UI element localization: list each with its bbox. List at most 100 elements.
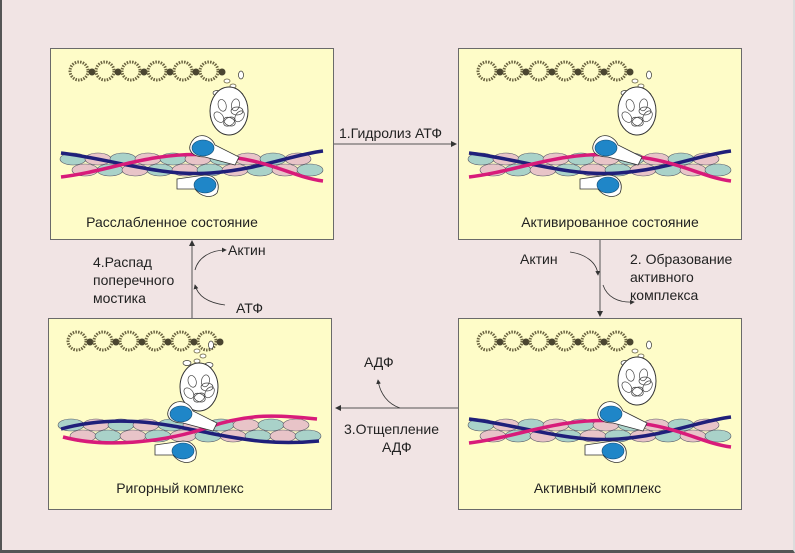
head-loop bbox=[642, 110, 653, 123]
neck-bead bbox=[199, 353, 207, 359]
tail-coil bbox=[144, 330, 166, 352]
head-loop bbox=[193, 392, 206, 403]
light-chain bbox=[646, 70, 652, 80]
step4-line2: поперечного bbox=[93, 272, 175, 288]
myosin-head-bottom bbox=[193, 176, 217, 194]
cross-bridge bbox=[154, 401, 218, 463]
light-chain bbox=[238, 70, 244, 80]
tail-coil bbox=[554, 330, 576, 352]
tail-coil bbox=[554, 60, 576, 82]
arrow-atp-in bbox=[193, 284, 226, 306]
light-chain bbox=[182, 360, 192, 366]
tail-knot bbox=[626, 68, 634, 76]
tail-knot bbox=[218, 68, 226, 76]
head-loop bbox=[642, 380, 653, 393]
step3-line2: АДФ bbox=[382, 439, 412, 455]
tropomyosin-strand-navy bbox=[468, 149, 732, 176]
neck-bead bbox=[193, 358, 201, 364]
step2-line1: 2. Образование bbox=[630, 251, 733, 267]
head-loop bbox=[201, 374, 210, 388]
head-loop bbox=[639, 368, 648, 382]
cross-bridge bbox=[584, 401, 648, 463]
head-loop bbox=[638, 106, 652, 116]
step3-line1: 3.Отщепление bbox=[344, 421, 439, 437]
myosin-head-top bbox=[594, 139, 618, 157]
tail-coil bbox=[66, 330, 88, 352]
head-loop bbox=[200, 382, 214, 392]
step2-line3: комплекса bbox=[630, 287, 699, 303]
tail-coil bbox=[118, 330, 140, 352]
tail-knot bbox=[112, 338, 120, 346]
rigor-illustration bbox=[57, 330, 322, 463]
tail-coil bbox=[502, 60, 524, 82]
cross-bridge bbox=[176, 135, 240, 197]
tail-knot bbox=[496, 68, 504, 76]
neck-bead bbox=[223, 78, 231, 84]
panel-activated: Активированное состояние bbox=[458, 48, 742, 240]
tail-coil bbox=[502, 330, 524, 352]
step4-atp-in: АТФ bbox=[236, 300, 263, 316]
tail-coil bbox=[120, 60, 142, 82]
head-loop bbox=[187, 375, 197, 388]
tail-knot bbox=[626, 338, 634, 346]
tail-coil bbox=[94, 60, 116, 82]
actin-monomer bbox=[257, 418, 285, 432]
tail-coil bbox=[68, 60, 90, 82]
tail-knot bbox=[522, 338, 530, 346]
neck-bead bbox=[631, 78, 639, 84]
head-loop bbox=[631, 386, 644, 397]
tail-knot bbox=[164, 338, 172, 346]
head-loop bbox=[621, 111, 633, 123]
tail-coil bbox=[528, 60, 550, 82]
neck-bead bbox=[193, 348, 201, 354]
head-loop bbox=[625, 369, 635, 382]
myosin-globular-head bbox=[617, 356, 657, 406]
tail-knot bbox=[86, 338, 94, 346]
step4-actin-out: Актин bbox=[228, 242, 266, 258]
myosin-tail-chain bbox=[68, 60, 226, 82]
head-loop bbox=[638, 376, 652, 386]
head-loop bbox=[223, 116, 236, 127]
actin-monomer bbox=[282, 418, 310, 432]
myosin-globular-head bbox=[209, 86, 249, 136]
panel-label-active: Активный комплекс bbox=[533, 480, 662, 496]
head-loop bbox=[213, 111, 225, 123]
head-loop bbox=[234, 110, 245, 123]
tail-coil bbox=[92, 330, 114, 352]
panel-rigor: Ригорный комплекс bbox=[48, 318, 332, 510]
head-outline bbox=[209, 86, 249, 136]
tail-coil bbox=[196, 330, 218, 352]
head-loop bbox=[621, 381, 633, 393]
arrow-adp-out bbox=[376, 379, 401, 409]
myosin-tail-chain bbox=[476, 330, 634, 352]
light-chain bbox=[646, 340, 652, 350]
step4-line1: 4.Распад bbox=[93, 254, 152, 270]
actin-monomer bbox=[94, 429, 122, 443]
head-loop bbox=[204, 386, 215, 399]
head-outline bbox=[179, 362, 219, 412]
step3-adp-out: АДФ bbox=[364, 354, 394, 370]
myosin-globular-head bbox=[179, 362, 219, 412]
panel-relaxed: Расслабленное состояние bbox=[50, 48, 334, 240]
head-loop bbox=[631, 116, 644, 127]
tail-knot bbox=[548, 338, 556, 346]
tail-coil bbox=[580, 60, 602, 82]
myosin-head-bottom bbox=[601, 442, 625, 460]
tail-coil bbox=[146, 60, 168, 82]
tail-coil bbox=[476, 60, 498, 82]
step2-line2: активного bbox=[630, 269, 694, 285]
tail-knot bbox=[190, 338, 198, 346]
tail-knot bbox=[522, 68, 530, 76]
tail-coil bbox=[170, 330, 192, 352]
cross-bridge bbox=[579, 135, 643, 197]
panel-label-rigor: Ригорный комплекс bbox=[116, 480, 244, 496]
tail-coil bbox=[606, 330, 628, 352]
tail-coil bbox=[580, 330, 602, 352]
head-loop bbox=[183, 387, 195, 399]
tail-coil bbox=[528, 330, 550, 352]
arrow-actin-out bbox=[194, 247, 227, 271]
tail-knot bbox=[138, 338, 146, 346]
tail-knot bbox=[88, 68, 96, 76]
panel-label-relaxed: Расслабленное состояние bbox=[86, 214, 258, 230]
